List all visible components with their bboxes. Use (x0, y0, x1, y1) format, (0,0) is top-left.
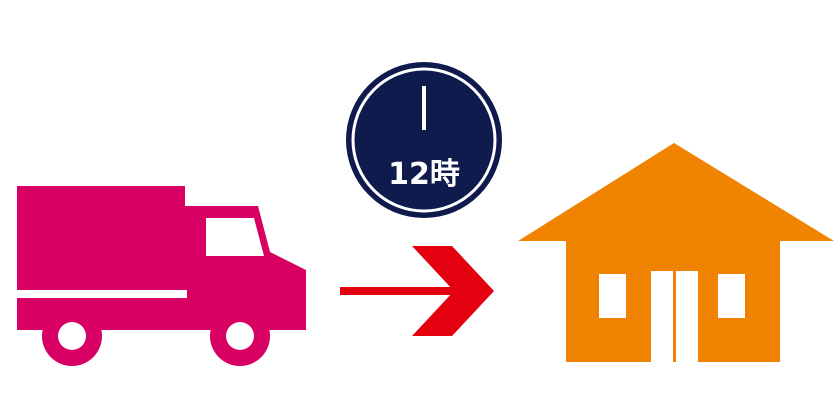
arrow-shaft (340, 287, 460, 295)
arrow-head (412, 246, 494, 336)
clock-inner-ring (351, 67, 497, 213)
delivery-truck-icon (17, 186, 306, 366)
truck-wheel-front-hub (58, 322, 86, 350)
house-window-left (599, 274, 626, 318)
clock-outer-ring (346, 62, 502, 218)
house-window-right (718, 274, 745, 318)
house-roof (518, 143, 834, 241)
truck-separator (17, 290, 187, 298)
house-door-divider (673, 271, 676, 362)
clock-label: 12時 (388, 157, 460, 192)
truck-cargo-box (17, 186, 185, 290)
clock-icon: 12時 (346, 62, 502, 218)
truck-cab-window (206, 218, 264, 256)
arrow-right-icon (340, 246, 494, 336)
house-icon (518, 143, 834, 362)
truck-wheel-rear-hub (226, 322, 254, 350)
clock-hand (422, 86, 426, 130)
